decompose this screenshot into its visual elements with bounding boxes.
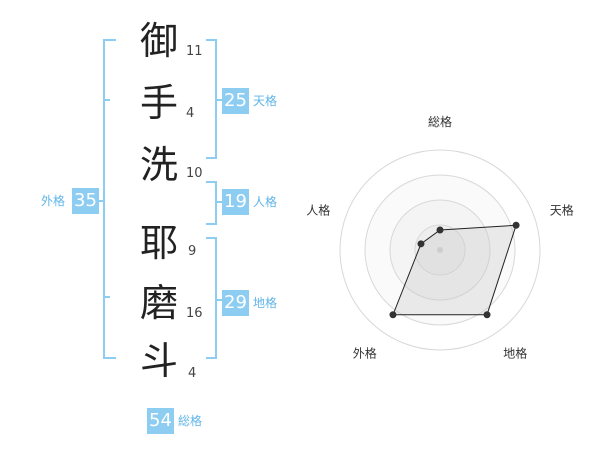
stroke-count-2: 4 — [186, 106, 195, 121]
radar-point-1 — [512, 221, 520, 229]
gaikaku-badge: 35 — [72, 188, 99, 214]
soukaku-badge: 54 — [147, 408, 174, 434]
stroke-count-4: 9 — [188, 244, 197, 259]
radar-axis-label-4: 人格 — [306, 202, 330, 217]
stroke-count-6: 4 — [188, 366, 197, 381]
name-char-6: 斗 — [139, 339, 178, 383]
name-char-3: 洗 — [139, 143, 178, 187]
tenkaku-badge: 25 — [222, 88, 249, 114]
tenkaku-label: 天格 — [253, 94, 278, 108]
chikaku-badge: 29 — [222, 290, 249, 316]
radar-point-3 — [389, 311, 397, 319]
name-char-5: 磨 — [139, 281, 178, 325]
stroke-count-1: 11 — [186, 44, 203, 59]
radar-axis-label-3: 外格 — [353, 346, 377, 361]
radar-area — [392, 224, 517, 316]
jinkaku-badge: 19 — [222, 189, 249, 215]
gaikaku-label: 外格 — [41, 194, 66, 208]
radar-point-0 — [436, 226, 444, 234]
radar-point-2 — [483, 311, 491, 319]
name-char-1: 御 — [139, 19, 178, 63]
stroke-count-3: 10 — [186, 166, 203, 181]
radar-axis-label-2: 地格 — [503, 346, 527, 361]
radar-axis-label-0: 総格 — [428, 114, 452, 129]
radar-point-4 — [417, 240, 425, 248]
radar-center — [437, 247, 443, 253]
name-char-4: 耶 — [139, 221, 178, 265]
soukaku-label: 総格 — [178, 414, 203, 428]
chikaku-label: 地格 — [253, 296, 278, 310]
stroke-count-5: 16 — [186, 306, 203, 321]
jinkaku-label: 人格 — [253, 195, 278, 209]
name-char-2: 手 — [139, 81, 178, 125]
radar-axis-label-1: 天格 — [550, 202, 574, 217]
